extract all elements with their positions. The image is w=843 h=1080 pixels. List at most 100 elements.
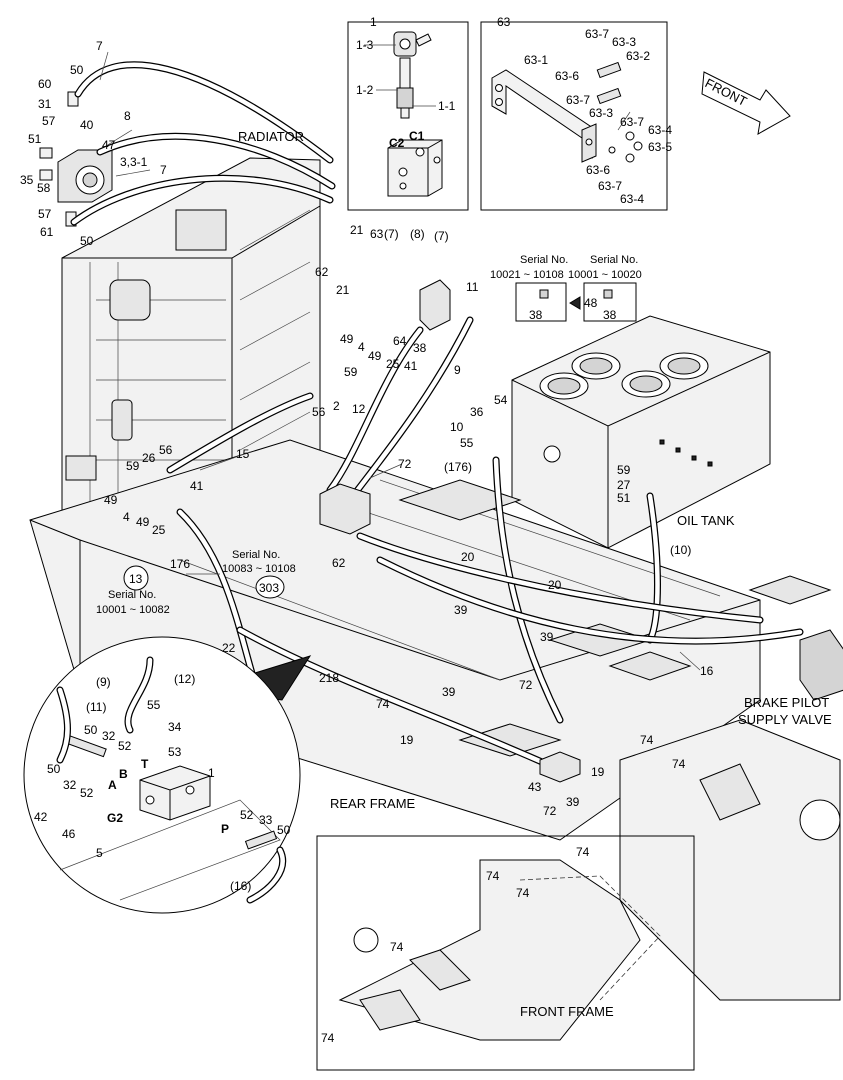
- serial-title-b: Serial No.: [590, 254, 638, 266]
- callout: (9): [96, 675, 111, 689]
- serial-title-c: Serial No.: [232, 549, 280, 561]
- port-c2: C2: [389, 136, 405, 150]
- callout: (10): [670, 543, 691, 557]
- serial-title-d: Serial No.: [108, 589, 156, 601]
- callout: 49: [368, 349, 382, 363]
- callout: 10: [450, 420, 464, 434]
- callout: 7: [160, 163, 167, 177]
- port-b: B: [119, 767, 128, 781]
- callout: 52: [240, 808, 254, 822]
- callout: 74: [576, 845, 590, 859]
- callout: 72: [543, 804, 557, 818]
- detail-circle: [23, 636, 312, 914]
- callout: 63: [497, 15, 511, 29]
- callout: 63-7: [566, 93, 590, 107]
- callout: 19: [400, 733, 414, 747]
- callout: 49: [340, 332, 354, 346]
- callout: 20: [461, 550, 475, 564]
- callout: 50: [84, 723, 98, 737]
- callout: 57: [42, 114, 56, 128]
- callout: 21: [336, 283, 350, 297]
- callout: (7): [434, 229, 449, 243]
- brake-label-line1: BRAKE PILOT: [744, 695, 829, 710]
- callout: 63-4: [648, 123, 672, 137]
- callout: 41: [404, 359, 418, 373]
- callout: 74: [390, 940, 404, 954]
- callout: 50: [70, 63, 84, 77]
- callout: 27: [617, 478, 631, 492]
- oil-tank: [511, 315, 771, 549]
- callout: 62: [332, 556, 346, 570]
- callout: 62: [315, 265, 329, 279]
- callout: 32: [63, 778, 77, 792]
- callout: 35: [20, 173, 34, 187]
- callout: 63-3: [612, 35, 636, 49]
- callout: 12: [352, 402, 366, 416]
- callout: 63-7: [598, 179, 622, 193]
- callout: 55: [147, 698, 161, 712]
- radiator-label: RADIATOR: [238, 129, 304, 144]
- callout: 56: [159, 443, 173, 457]
- port-g2: G2: [107, 811, 123, 825]
- callout: 63-5: [648, 140, 672, 154]
- inset-box-valve-1: [347, 21, 469, 211]
- brake-label-line2: SUPPLY VALVE: [738, 712, 832, 727]
- serial-range-d: 10001 ~ 10082: [96, 604, 170, 616]
- callout: 7: [96, 39, 103, 53]
- callout: 16: [700, 664, 714, 678]
- callout: 40: [80, 118, 94, 132]
- callout: 22: [222, 641, 236, 655]
- serial-range-b: 10001 ~ 10020: [568, 269, 642, 281]
- callout: (11): [86, 700, 106, 714]
- callout: 56: [312, 405, 326, 419]
- callout: 74: [516, 886, 530, 900]
- callout: 63-1: [524, 53, 548, 67]
- callout: (7): [384, 227, 399, 241]
- brake-valve-mounted: [319, 279, 581, 783]
- callout: 51: [617, 491, 631, 505]
- callout: 1-2: [356, 83, 374, 97]
- callout: (12): [174, 672, 195, 686]
- callout: 19: [591, 765, 605, 779]
- callout: 9: [454, 363, 461, 377]
- callout: 74: [376, 697, 390, 711]
- serial-range-a: 10021 ~ 10108: [490, 269, 564, 281]
- callout: 1: [208, 766, 215, 780]
- callout: 11: [466, 280, 479, 294]
- callout: 64: [393, 334, 407, 348]
- callout: 15: [236, 447, 250, 461]
- callout: 4: [358, 340, 365, 354]
- callout: 1-1: [438, 99, 456, 113]
- callout: 50: [80, 234, 94, 248]
- callout: 59: [617, 463, 631, 477]
- callout: 59: [126, 459, 140, 473]
- oil-tank-label: OIL TANK: [677, 513, 735, 528]
- callout: 49: [104, 493, 118, 507]
- callout: 47: [102, 138, 116, 152]
- callout: 39: [540, 630, 554, 644]
- callout: 74: [672, 757, 686, 771]
- callout: 43: [528, 780, 542, 794]
- callout: 50: [277, 823, 291, 837]
- port-a: A: [108, 778, 117, 792]
- callout: 63-6: [586, 163, 610, 177]
- callout: 63-6: [555, 69, 579, 83]
- callout: 74: [486, 869, 500, 883]
- callout: 25: [152, 523, 166, 537]
- callout: 63-2: [626, 49, 650, 63]
- callout: 42: [34, 810, 48, 824]
- callout: 54: [494, 393, 508, 407]
- port-c1: C1: [409, 129, 425, 143]
- callout: 176: [170, 557, 190, 571]
- callout: 25: [386, 357, 400, 371]
- callout: 26: [142, 451, 156, 465]
- callout: 34: [168, 720, 182, 734]
- callout: 20: [548, 578, 562, 592]
- callout: 63-7: [620, 115, 644, 129]
- callout: 3,3-1: [120, 155, 148, 169]
- callout: 63-7: [585, 27, 609, 41]
- rear-frame-label: REAR FRAME: [330, 796, 416, 811]
- callout: 60: [38, 77, 52, 91]
- callout: 218: [319, 671, 339, 685]
